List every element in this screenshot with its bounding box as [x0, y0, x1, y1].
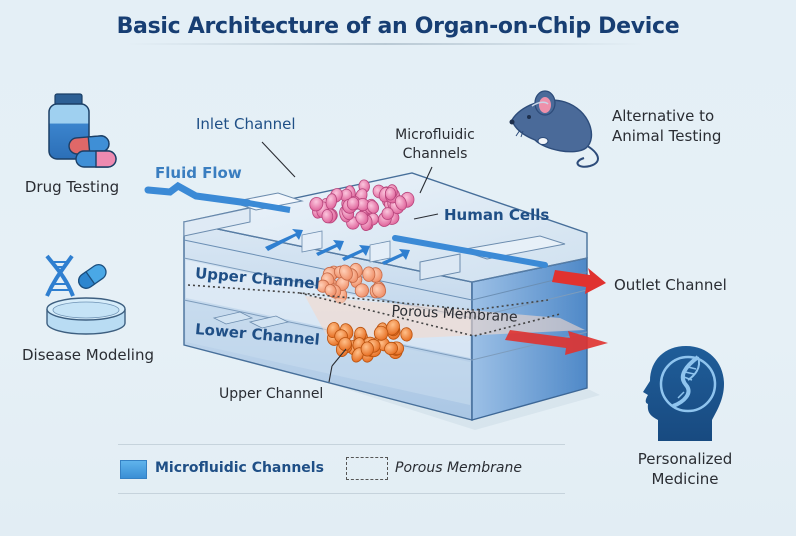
drug-testing-icon: [48, 93, 117, 168]
cell: [362, 266, 376, 282]
outlet-arrow-lower: [505, 330, 608, 355]
legend-membrane-swatch: [346, 457, 388, 480]
cell: [371, 282, 387, 298]
lower-channel-cells: [326, 319, 413, 363]
cell: [400, 327, 413, 342]
channel-flow-line: [392, 235, 548, 268]
inlet-channel-label: Inlet Channel: [196, 115, 296, 133]
disease-modeling-label: Disease Modeling: [22, 346, 154, 364]
cell: [366, 200, 379, 214]
personalized-medicine-label: Personalized Medicine: [630, 449, 740, 489]
personalized-line-2: Medicine: [651, 470, 719, 488]
organ-on-chip-device: [144, 172, 608, 430]
legend-bottom-divider: [118, 493, 565, 494]
cell: [355, 210, 369, 225]
outlet-channel-label: Outlet Channel: [614, 276, 727, 294]
cell: [339, 264, 353, 281]
human-cells-cluster: [309, 179, 415, 231]
fluid-flow-label: Fluid Flow: [155, 164, 242, 182]
cell: [309, 197, 324, 212]
leader-lines: [261, 141, 439, 383]
cell: [373, 325, 389, 341]
cell: [346, 196, 360, 211]
upper-channel-cells: [316, 262, 387, 304]
legend-microfluidic-label: Microfluidic Channels: [155, 460, 324, 476]
drug-testing-label: Drug Testing: [24, 178, 120, 196]
title-underline: [125, 43, 645, 45]
cell: [354, 283, 369, 298]
bottom-upper-channel-callout: Upper Channel: [219, 386, 324, 402]
microfluidic-line-1: Microfluidic: [395, 127, 475, 143]
legend-microfluidic-swatch: [120, 460, 147, 479]
alternative-animal-testing-label: Alternative to Animal Testing: [612, 106, 721, 146]
cell: [381, 207, 394, 220]
fluid-flow-arrow: [144, 181, 252, 207]
cell: [360, 341, 374, 357]
cell: [384, 187, 397, 201]
personalized-line-1: Personalized: [637, 450, 733, 468]
cell: [384, 341, 399, 356]
microfluidic-channels-label: Microfluidic Channels: [375, 126, 495, 164]
personalized-medicine-icon: [643, 346, 724, 441]
porous-membrane-line: [187, 284, 549, 311]
mouse-icon: [509, 90, 599, 168]
cell: [338, 337, 352, 352]
outlet-arrow-upper: [552, 268, 606, 294]
disease-modeling-icon: [45, 254, 126, 335]
page-title: Basic Architecture of an Organ-on-Chip D…: [116, 14, 680, 39]
cell: [321, 209, 334, 224]
legend-top-divider: [118, 444, 565, 445]
flow-arrows: [265, 229, 410, 265]
alternative-line-2: Animal Testing: [612, 127, 722, 145]
legend-membrane-label: Porous Membrane: [395, 460, 522, 476]
human-cells-label: Human Cells: [444, 206, 550, 224]
microfluidic-line-2: Channels: [402, 146, 468, 162]
cell: [385, 319, 400, 336]
alternative-line-1: Alternative to: [612, 107, 715, 125]
cell: [394, 195, 407, 211]
